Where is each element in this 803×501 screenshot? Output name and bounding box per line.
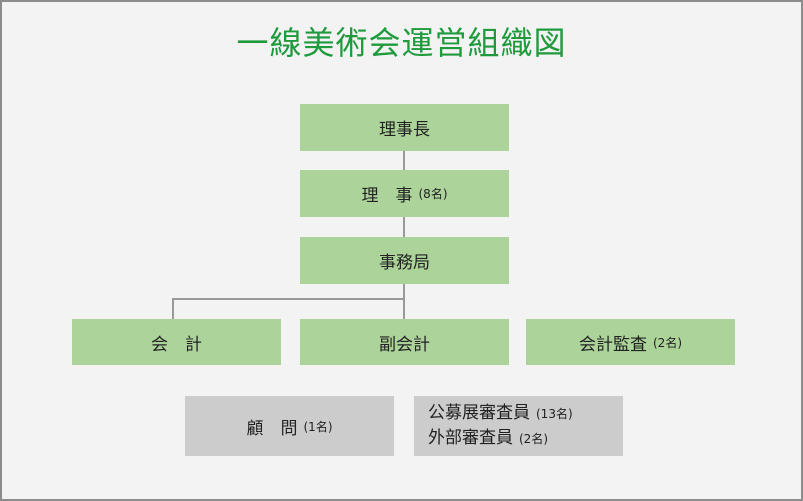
advisor-count: (1名) — [303, 419, 333, 434]
page-title: 一線美術会運営組織図 — [236, 24, 567, 62]
auditors-count: (2名) — [653, 335, 682, 350]
reviewers-box: 公募展審査員 (13名) 外部審査員 (2名) — [414, 396, 623, 456]
advisor-label: 顧 問 — [246, 418, 298, 439]
auditors-label: 会計監査 — [579, 334, 647, 355]
directors-count: (8名) — [418, 187, 448, 201]
advisor-box: 顧 問 (1名) — [185, 396, 394, 456]
public-reviewers-count: (13名) — [536, 407, 573, 421]
directors-label: 理 事 — [361, 186, 413, 206]
accounting-box: 会 計 — [72, 319, 281, 365]
vice-accounting-box: 副会計 — [300, 319, 509, 365]
auditors-box: 会計監査 (2名) — [526, 319, 735, 365]
public-reviewers-label: 公募展審査員 — [428, 403, 530, 423]
vice-accounting-label: 副会計 — [379, 334, 430, 355]
chairman-label: 理事長 — [379, 120, 430, 140]
secretariat-box: 事務局 — [300, 237, 509, 284]
external-reviewers-label: 外部審査員 — [428, 428, 513, 448]
directors-box: 理 事 (8名) — [300, 170, 509, 217]
chairman-box: 理事長 — [300, 104, 509, 151]
accounting-label: 会 計 — [151, 334, 202, 355]
external-reviewers-count: (2名) — [519, 432, 548, 446]
reviewers-line-public: 公募展審査員 (13名) — [428, 401, 573, 426]
reviewers-line-external: 外部審査員 (2名) — [428, 426, 548, 451]
secretariat-label: 事務局 — [379, 253, 430, 273]
